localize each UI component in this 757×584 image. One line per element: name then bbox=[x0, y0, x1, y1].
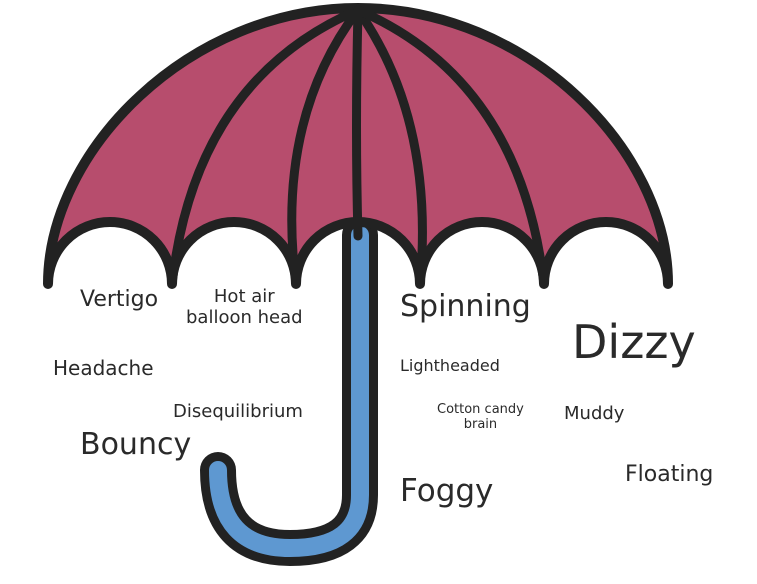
word-foggy: Foggy bbox=[400, 473, 494, 509]
word-cotton-line1: Cotton candy bbox=[437, 402, 524, 417]
word-hot-air-balloon-head: Hot air balloon head bbox=[186, 286, 303, 328]
word-disequilibrium: Disequilibrium bbox=[173, 401, 303, 422]
word-hot-air-line1: Hot air bbox=[213, 286, 275, 307]
umbrella-handle bbox=[200, 217, 378, 566]
umbrella-ribs bbox=[167, 5, 549, 289]
word-muddy: Muddy bbox=[564, 403, 625, 424]
word-floating: Floating bbox=[625, 462, 714, 487]
word-lightheaded: Lightheaded bbox=[400, 356, 500, 375]
umbrella-handle-fill bbox=[209, 226, 369, 557]
word-hot-air-line2: balloon head bbox=[186, 306, 303, 328]
word-cotton-line2: brain bbox=[463, 416, 498, 432]
word-vertigo: Vertigo bbox=[80, 287, 159, 312]
word-spinning: Spinning bbox=[400, 289, 531, 324]
word-cotton-candy-brain: Cotton candy brain bbox=[437, 402, 524, 433]
word-bouncy: Bouncy bbox=[80, 427, 192, 462]
word-headache: Headache bbox=[53, 356, 154, 380]
word-dizzy: Dizzy bbox=[572, 315, 696, 369]
